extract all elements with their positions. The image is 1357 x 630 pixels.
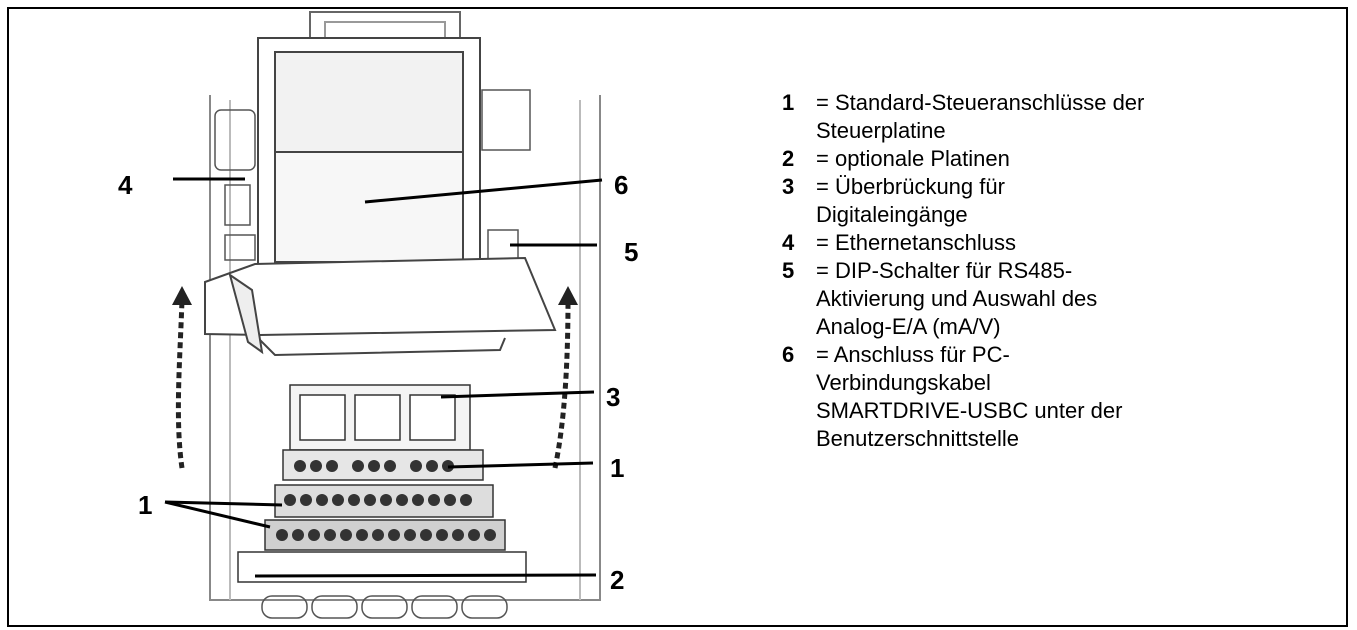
legend-item: 5 = DIP-Schalter für RS485- Aktivierung … [782, 257, 1342, 341]
legend: 1 = Standard-Steueranschlüsse der Steuer… [782, 89, 1342, 453]
callout-1-right: 1 [610, 453, 624, 484]
legend-text: = Überbrückung für Digitaleingänge [816, 173, 1342, 229]
legend-number: 4 [782, 229, 816, 257]
legend-item: 3 = Überbrückung für Digitaleingänge [782, 173, 1342, 229]
display-panel [258, 38, 480, 268]
callout-2: 2 [610, 565, 624, 596]
legend-number: 2 [782, 145, 816, 173]
callout-5: 5 [624, 237, 638, 268]
legend-item: 1 = Standard-Steueranschlüsse der Steuer… [782, 89, 1342, 145]
legend-number: 6 [782, 341, 816, 369]
callout-1-left: 1 [138, 490, 152, 521]
callout-3: 3 [606, 382, 620, 413]
legend-text: = Ethernetanschluss [816, 229, 1342, 257]
terminal-block [238, 385, 526, 582]
dip-switch [482, 90, 530, 260]
legend-text: = Anschluss für PC- Verbindungskabel SMA… [816, 341, 1342, 453]
legend-text: = Standard-Steueranschlüsse der Steuerpl… [816, 89, 1342, 145]
legend-item: 2 = optionale Platinen [782, 145, 1342, 173]
legend-item: 6 = Anschluss für PC- Verbindungskabel S… [782, 341, 1342, 453]
legend-number: 5 [782, 257, 816, 285]
ethernet-port [215, 110, 255, 260]
legend-number: 1 [782, 89, 816, 117]
legend-number: 3 [782, 173, 816, 201]
legend-text: = DIP-Schalter für RS485- Aktivierung un… [816, 257, 1342, 341]
callout-6: 6 [614, 170, 628, 201]
callout-4: 4 [118, 170, 132, 201]
legend-item: 4 = Ethernetanschluss [782, 229, 1342, 257]
cover-lid [205, 258, 555, 355]
legend-text: = optionale Platinen [816, 145, 1342, 173]
